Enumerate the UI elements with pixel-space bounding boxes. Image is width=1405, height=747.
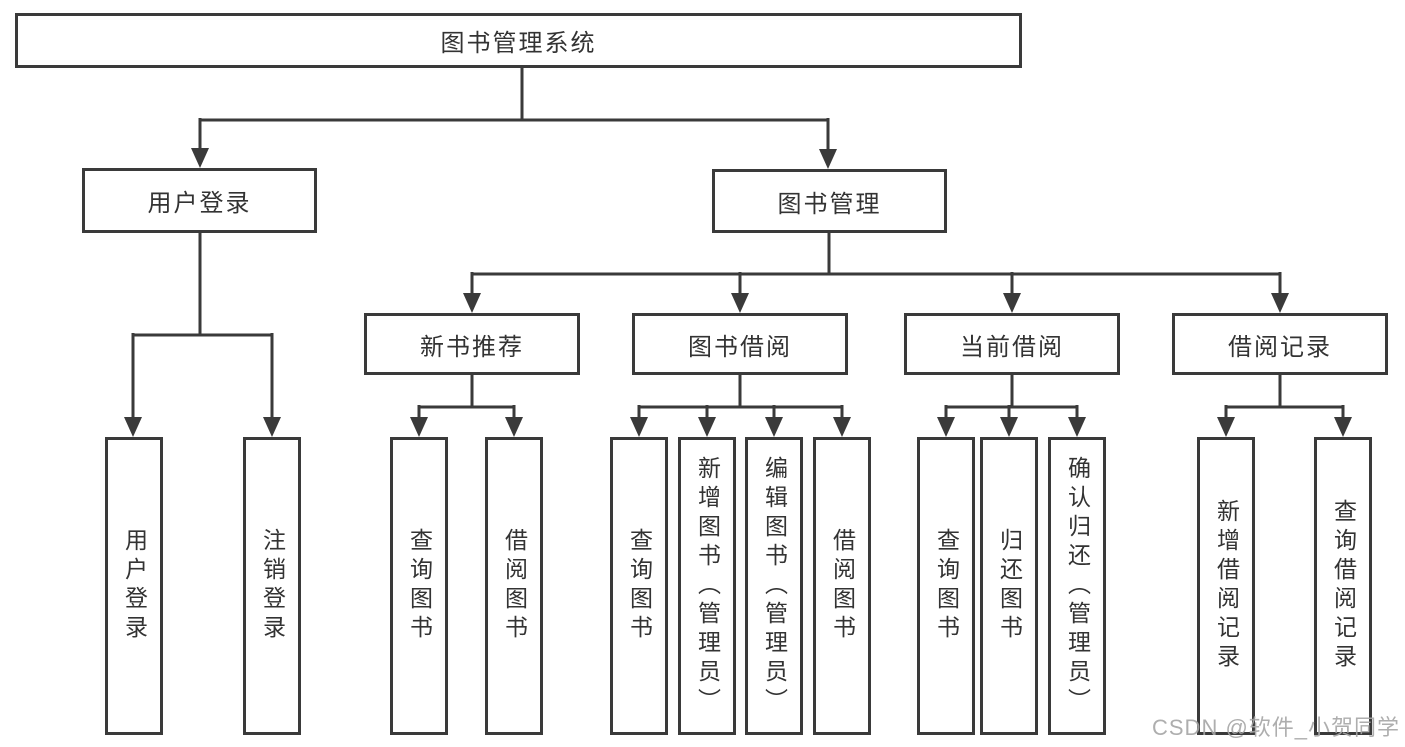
leaf-label: 查询图书	[626, 528, 653, 644]
connector-currentborrow-to-leaves	[944, 375, 1079, 419]
node-borrowing-records: 借阅记录	[1172, 313, 1388, 375]
node-label: 当前借阅	[960, 333, 1064, 361]
node-current-borrowing: 当前借阅	[904, 313, 1120, 375]
leaf-confirm-return-admin: 确认归还（管理员）	[1048, 437, 1106, 735]
leaf-label: 查询借阅记录	[1330, 499, 1357, 673]
node-new-book-recommendation: 新书推荐	[364, 313, 580, 375]
leaf-borrow-books-recommend: 借阅图书	[485, 437, 543, 735]
connector-userlogin-to-leaves	[131, 233, 274, 419]
leaf-label: 借阅图书	[829, 528, 856, 644]
leaf-query-books-recommend: 查询图书	[390, 437, 448, 735]
connector-newbook-to-leaves	[417, 375, 516, 419]
node-book-management: 图书管理	[712, 169, 947, 233]
leaf-query-books-borrowing: 查询图书	[610, 437, 668, 735]
connector-borrowrecords-to-leaves	[1224, 375, 1345, 419]
leaf-label: 新增图书（管理员）	[694, 455, 721, 717]
node-label: 用户登录	[147, 190, 252, 217]
leaf-return-books: 归还图书	[980, 437, 1038, 735]
node-label: 图书管理	[777, 190, 882, 218]
leaf-user-login: 用户登录	[105, 437, 163, 735]
leaf-label: 确认归还（管理员）	[1064, 455, 1091, 717]
leaf-label: 归还图书	[996, 528, 1023, 644]
leaf-query-books-current: 查询图书	[917, 437, 975, 735]
node-user-login: 用户登录	[82, 168, 317, 233]
arrowheads	[124, 148, 1352, 437]
watermark: CSDN @软件_小贺同学	[1152, 715, 1401, 740]
leaf-add-borrow-record: 新增借阅记录	[1197, 437, 1255, 735]
connector-root-to-level2	[198, 68, 830, 151]
node-label: 新书推荐	[420, 333, 524, 361]
leaf-label: 注销登录	[259, 528, 286, 644]
leaf-borrow-books-borrowing: 借阅图书	[813, 437, 871, 735]
node-library-management-system: 图书管理系统	[15, 13, 1022, 68]
leaf-label: 借阅图书	[501, 528, 528, 644]
leaf-label: 查询图书	[406, 528, 433, 644]
leaf-edit-books-admin: 编辑图书（管理员）	[745, 437, 803, 735]
leaf-logout: 注销登录	[243, 437, 301, 735]
leaf-query-borrow-record: 查询借阅记录	[1314, 437, 1372, 735]
node-label: 图书管理系统	[440, 30, 597, 57]
node-label: 借阅记录	[1228, 333, 1332, 361]
leaf-label: 编辑图书（管理员）	[761, 455, 788, 717]
leaf-label: 新增借阅记录	[1213, 499, 1240, 673]
leaf-add-books-admin: 新增图书（管理员）	[678, 437, 736, 735]
connector-bookmgmt-to-level3	[470, 233, 1282, 295]
leaf-label: 用户登录	[121, 528, 148, 644]
connector-bookborrow-to-leaves	[637, 375, 844, 419]
leaf-label: 查询图书	[933, 528, 960, 644]
node-label: 图书借阅	[688, 333, 792, 361]
node-book-borrowing: 图书借阅	[632, 313, 848, 375]
